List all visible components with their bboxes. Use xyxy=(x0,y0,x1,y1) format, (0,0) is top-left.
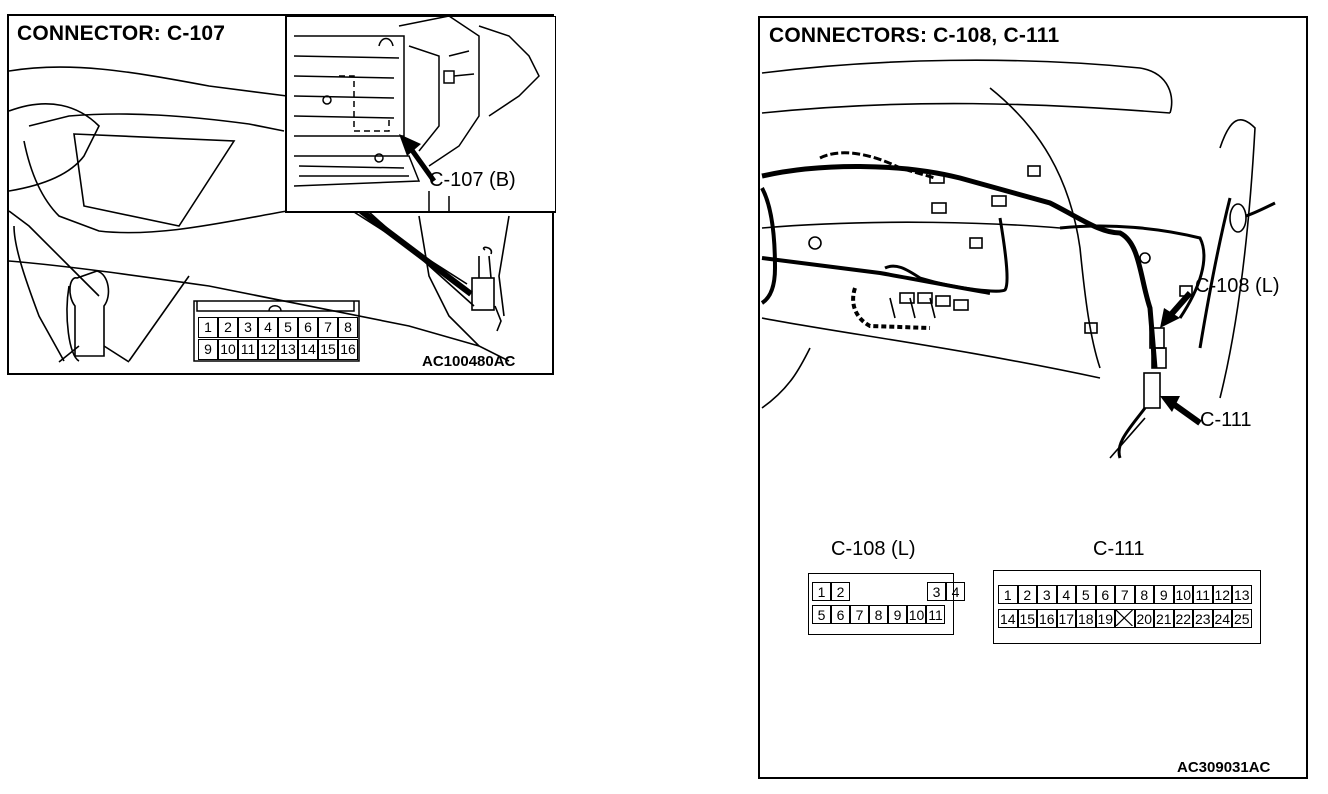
c111-pin: 4 xyxy=(1056,585,1076,604)
c111-pin: 25 xyxy=(1232,609,1252,628)
c111-pin: 11 xyxy=(1193,585,1213,604)
c111-pin: 7 xyxy=(1115,585,1135,604)
c111-pin: 24 xyxy=(1212,609,1232,628)
c111-callout-label: C-111 xyxy=(1200,409,1252,431)
c108-pin: 7 xyxy=(850,605,869,624)
c107-pin: 9 xyxy=(198,339,218,360)
c107-pin: 11 xyxy=(238,339,258,360)
c108-connector-label: C-108 (L) xyxy=(831,538,916,560)
dashboard-illustration-right xyxy=(760,59,1276,459)
c108-pin: 11 xyxy=(926,605,945,624)
c107-pin: 3 xyxy=(238,317,258,338)
c111-connector-housing xyxy=(993,570,1261,644)
c107-pin: 15 xyxy=(318,339,338,360)
c107-pin: 14 xyxy=(298,339,318,360)
c111-pin: 16 xyxy=(1037,609,1057,628)
c107-pin: 6 xyxy=(298,317,318,338)
c107-pin: 7 xyxy=(318,317,338,338)
c108-pin: 5 xyxy=(812,605,831,624)
c111-pin: 21 xyxy=(1154,609,1174,628)
dashboard-illustration-left xyxy=(9,16,556,363)
c107-pin: 2 xyxy=(218,317,238,338)
c107-pin: 16 xyxy=(338,339,358,360)
c111-pin: 1 xyxy=(998,585,1018,604)
connector-c108-c111-panel: CONNECTORS: C-108, C-111 C-108 (L) C-111… xyxy=(758,16,1308,779)
c108-connector-housing xyxy=(808,573,954,635)
c111-pin: 14 xyxy=(998,609,1018,628)
c107-pin: 8 xyxy=(338,317,358,338)
c111-pin: 13 xyxy=(1232,585,1252,604)
c111-pin: 2 xyxy=(1017,585,1037,604)
c107-callout-label: C-107 (B) xyxy=(429,169,516,191)
c107-pin: 12 xyxy=(258,339,278,360)
c108-pin: 3 xyxy=(927,582,946,601)
c107-pin: 1 xyxy=(198,317,218,338)
connector-c107-title: CONNECTOR: C-107 xyxy=(17,22,226,45)
c108-c111-reference-code: AC309031AC xyxy=(1177,759,1271,776)
c111-pin: 20 xyxy=(1134,609,1154,628)
c111-pin: 15 xyxy=(1017,609,1037,628)
c111-pin: 5 xyxy=(1076,585,1096,604)
c111-pin: 8 xyxy=(1134,585,1154,604)
c111-pin: 3 xyxy=(1037,585,1057,604)
c111-pin: 10 xyxy=(1173,585,1193,604)
c108-callout-label: C-108 (L) xyxy=(1195,275,1280,297)
c111-pin: 23 xyxy=(1193,609,1213,628)
c108-pin: 10 xyxy=(907,605,926,624)
c111-pin: 6 xyxy=(1095,585,1115,604)
c108-pin: 2 xyxy=(831,582,850,601)
c107-reference-code: AC100480AC xyxy=(422,353,516,370)
c107-pin: 5 xyxy=(278,317,298,338)
c111-pin: 19 xyxy=(1095,609,1115,628)
c111-blank-pin xyxy=(1115,609,1135,628)
c111-pin: 22 xyxy=(1173,609,1193,628)
c107-pin: 4 xyxy=(258,317,278,338)
c111-pin: 9 xyxy=(1154,585,1174,604)
c107-pin: 10 xyxy=(218,339,238,360)
c111-connector-label: C-111 xyxy=(1093,538,1145,560)
c108-pin: 9 xyxy=(888,605,907,624)
c111-pin: 17 xyxy=(1056,609,1076,628)
c108-pin: 4 xyxy=(946,582,965,601)
c108-pin: 6 xyxy=(831,605,850,624)
connectors-c108-c111-title: CONNECTORS: C-108, C-111 xyxy=(769,24,1060,47)
c108-pin: 8 xyxy=(869,605,888,624)
c107-pin: 13 xyxy=(278,339,298,360)
c108-pin: 1 xyxy=(812,582,831,601)
c111-pin: 12 xyxy=(1212,585,1232,604)
c111-pin: 18 xyxy=(1076,609,1096,628)
